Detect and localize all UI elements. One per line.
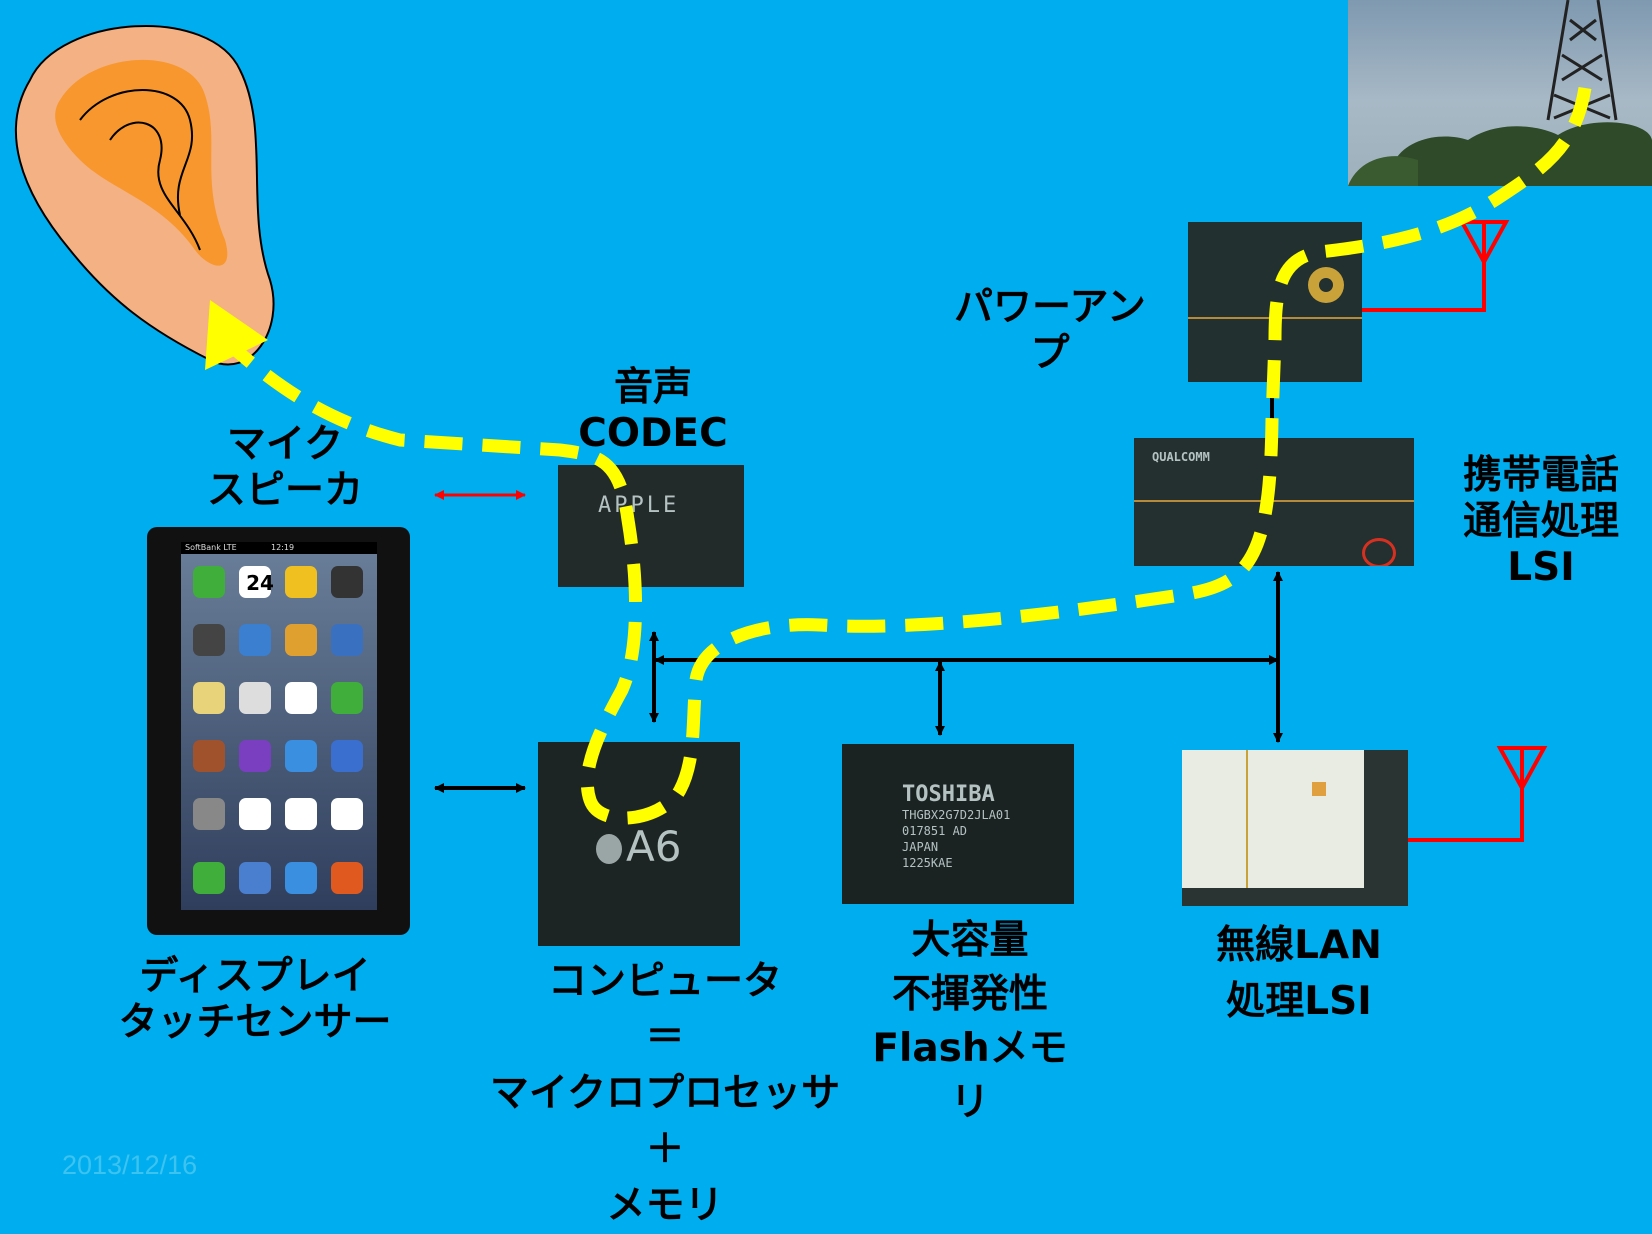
toshiba-line-4: 1225KAE xyxy=(902,856,953,870)
tower-photo xyxy=(1348,0,1652,186)
signal-arrowhead xyxy=(205,300,268,370)
a6-chip-text: A6 xyxy=(626,822,682,871)
app-icon xyxy=(331,740,363,772)
label-cellular-lsi: 携帯電話 通信処理 LSI xyxy=(1446,453,1636,591)
app-icon xyxy=(331,682,363,714)
app-icon xyxy=(193,682,225,714)
label-computer-line-2: ＝ xyxy=(645,1015,685,1060)
label-power-amp-line-1: パワーアン xyxy=(954,285,1146,330)
label-display-line-2: タッチセンサー xyxy=(118,1000,392,1045)
calendar-day: 24 xyxy=(246,571,274,595)
label-codec-line-2: CODEC xyxy=(578,411,728,456)
cellular-lsi-board-photo: QUALCOMM xyxy=(1134,438,1414,566)
app-icon xyxy=(193,624,225,656)
app-icon xyxy=(331,566,363,598)
slide-date: 2013/12/16 xyxy=(62,1150,198,1180)
flash-chip-photo: TOSHIBA THGBX2G7D2JLA01 017851 AD JAPAN … xyxy=(842,744,1074,904)
app-icon xyxy=(285,798,317,830)
label-mic-speaker-line-1: マイク xyxy=(226,422,344,467)
toshiba-line-1: THGBX2G7D2JLA01 xyxy=(902,808,1011,822)
label-codec-line-1: 音声 xyxy=(613,365,692,410)
label-computer-line-1: コンピュータ xyxy=(547,959,782,1004)
iphone-photo: SoftBank LTE 12:19 24 xyxy=(147,527,410,935)
app-icon xyxy=(239,798,271,830)
app-icon xyxy=(193,566,225,598)
app-icon xyxy=(285,740,317,772)
label-flash: 大容量 不揮発性 Flashメモ リ xyxy=(860,914,1080,1130)
qualcomm-chip-text: QUALCOMM xyxy=(1152,450,1210,464)
label-mic-speaker: マイク スピーカ xyxy=(190,422,380,514)
label-power-amp: パワーアン プ xyxy=(930,285,1170,377)
wlan-board-photo xyxy=(1182,750,1408,906)
apple-chip-text: APPLE xyxy=(598,493,680,518)
app-icon xyxy=(331,798,363,830)
dock-icon xyxy=(285,862,317,894)
dock-icon xyxy=(193,862,225,894)
label-flash-line-1: 大容量 xyxy=(911,918,1029,963)
label-wlan-line-1: 無線LAN xyxy=(1216,923,1382,968)
toshiba-line-2: 017851 AD xyxy=(902,824,968,838)
app-icon xyxy=(285,624,317,656)
label-computer: コンピュータ ＝ マイクロプロセッサ ＋ メモリ xyxy=(480,954,850,1234)
toshiba-chip-text: TOSHIBA xyxy=(902,782,995,807)
app-icon xyxy=(285,566,317,598)
iphone-screen: SoftBank LTE 12:19 24 xyxy=(181,542,377,910)
dock-icon xyxy=(239,862,271,894)
label-codec: 音声 CODEC xyxy=(570,365,736,457)
app-icon xyxy=(193,740,225,772)
signal-path xyxy=(225,86,1592,825)
app-icon xyxy=(239,566,271,598)
label-flash-line-3: Flashメモ xyxy=(872,1026,1068,1071)
codec-chip-photo: APPLE xyxy=(558,465,744,587)
label-flash-line-4: リ xyxy=(950,1080,990,1125)
phone-carrier: SoftBank LTE xyxy=(185,543,237,552)
app-icon xyxy=(239,682,271,714)
app-icon xyxy=(285,682,317,714)
label-wlan-line-2: 処理LSI xyxy=(1226,979,1372,1024)
toshiba-line-3: JAPAN xyxy=(902,840,939,854)
app-icon xyxy=(239,624,271,656)
phone-time: 12:19 xyxy=(271,543,295,552)
label-mic-speaker-line-2: スピーカ xyxy=(206,468,363,513)
app-icon xyxy=(331,624,363,656)
wlan-antenna-icon xyxy=(1408,746,1548,842)
label-cellular-line-3: LSI xyxy=(1507,545,1575,590)
label-cellular-line-1: 携帯電話 xyxy=(1462,453,1619,498)
app-icon xyxy=(239,740,271,772)
label-wlan: 無線LAN 処理LSI xyxy=(1186,918,1412,1030)
antenna-icon xyxy=(1362,220,1510,312)
label-computer-line-3: マイクロプロセッサ xyxy=(489,1071,841,1116)
a6-chip-photo: A6 xyxy=(538,742,740,946)
label-computer-line-5: メモリ xyxy=(606,1183,724,1228)
label-cellular-line-2: 通信処理 xyxy=(1462,499,1619,544)
label-display-line-1: ディスプレイ xyxy=(139,954,371,999)
label-flash-line-2: 不揮発性 xyxy=(891,972,1048,1017)
dock-icon xyxy=(331,862,363,894)
label-display: ディスプレイ タッチセンサー xyxy=(100,954,410,1046)
apple-logo-icon xyxy=(596,834,622,864)
label-power-amp-line-2: プ xyxy=(1030,331,1070,376)
label-computer-line-4: ＋ xyxy=(645,1127,685,1172)
app-icon xyxy=(193,798,225,830)
